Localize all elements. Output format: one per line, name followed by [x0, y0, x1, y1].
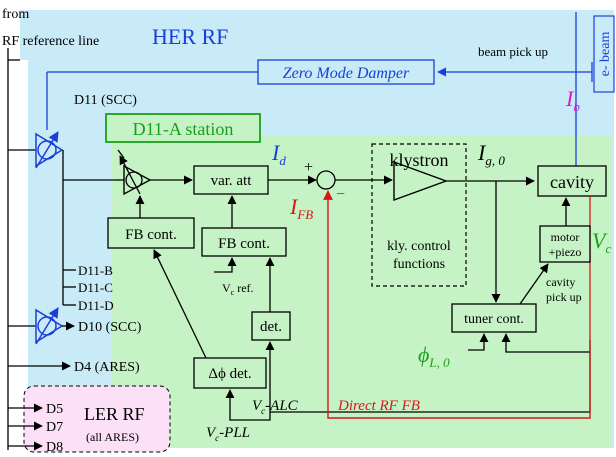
ig0-label: Ig, 0: [477, 140, 505, 168]
motor-line2: +piezo: [549, 245, 582, 259]
station-label: D11-A station: [133, 119, 234, 139]
kly-control-line1: kly. control: [387, 239, 451, 254]
tuner-cont-label: tuner cont.: [464, 312, 524, 327]
motor-line1: motor: [551, 230, 580, 244]
station-label-box: [105, 113, 261, 143]
branch-d11-d: D11-D: [78, 298, 114, 313]
direct-rf-fb-label: Direct RF FB: [337, 398, 420, 414]
source-label-line1: from: [2, 7, 29, 22]
det-box: [251, 311, 291, 341]
fb-cont-mid-label: FB cont.: [218, 236, 270, 252]
source-label-line2: RF reference line: [2, 34, 99, 49]
vc-label: Vc: [592, 228, 611, 256]
sum-plus-sign: +: [304, 159, 313, 176]
branch-d11-c: D11-C: [78, 280, 113, 295]
ler-rf-title: LER RF: [84, 404, 145, 424]
fb-cont-left-label: FB cont.: [125, 227, 177, 243]
det-label: det.: [260, 319, 282, 335]
phi-to-tuner: [468, 333, 489, 351]
d10-phase-shifter: [35, 307, 64, 345]
zero-mode-damper-box: [257, 59, 435, 85]
d11-phase-shifter: [8, 131, 64, 169]
cavity-pickup-line2: pick up: [546, 290, 582, 304]
direct-rf-fb-line: [323, 190, 591, 419]
tuner-cont-box: [451, 303, 537, 333]
cavity-box: [537, 165, 607, 197]
fb-cont-left-box: [107, 217, 195, 249]
motor-piezo-box: [539, 225, 591, 263]
beam-pickup-label: beam pick up: [478, 44, 548, 59]
d11-scc-label: D11 (SCC): [74, 93, 137, 108]
klystron-amplifier-icon: [393, 160, 449, 202]
ler-output-d5: D5: [46, 402, 63, 417]
e-beam-label: e- beam: [598, 32, 613, 77]
vc-pll-label: Vc-PLL: [206, 425, 250, 443]
var-att-box: [193, 165, 269, 195]
d4-label: D4 (ARES): [74, 360, 140, 375]
vc-ref-to-fbcont: [214, 257, 237, 273]
e-beam-box: [593, 15, 615, 93]
cavity-label: cavity: [550, 172, 594, 192]
sum-minus-sign: −: [336, 186, 345, 203]
klystron-label: klystron: [389, 150, 448, 170]
dphi-det-label: Δϕ det.: [208, 366, 251, 382]
cavity-pickup-line1: cavity: [546, 275, 575, 289]
summing-junction: [316, 170, 336, 190]
klystron-box: [371, 143, 467, 287]
ler-output-d8: D8: [46, 440, 63, 455]
station-phase-shifter: [116, 149, 152, 196]
zero-mode-damper-label: Zero Mode Damper: [283, 65, 410, 82]
ler-rf-subtitle: (all ARES): [86, 430, 139, 444]
ler-rf-region: [23, 385, 171, 453]
branch-d11-b: D11-B: [78, 263, 113, 278]
ifb-label: IFB: [289, 194, 313, 222]
phi-l0-label: ϕL, 0: [418, 342, 450, 370]
ler-output-d7: D7: [46, 420, 63, 435]
vc-alc-label: Vc-ALC: [252, 398, 299, 416]
dphi-det-box: [193, 357, 267, 389]
var-att-label: var. att: [211, 173, 253, 189]
tuner-to-motor: [519, 263, 549, 305]
dphi-to-fbcont-left: [153, 249, 207, 359]
vc-pll-line: [225, 389, 271, 421]
d10-label: D10 (SCC): [78, 320, 142, 335]
id-label: Id: [271, 140, 286, 168]
fb-cont-mid-box: [201, 227, 287, 257]
ib-label: Ib: [565, 86, 580, 114]
vc-ref-label: Vc ref.: [222, 281, 254, 297]
her-rf-title: HER RF: [152, 24, 228, 49]
kly-control-line2: functions: [393, 257, 445, 272]
